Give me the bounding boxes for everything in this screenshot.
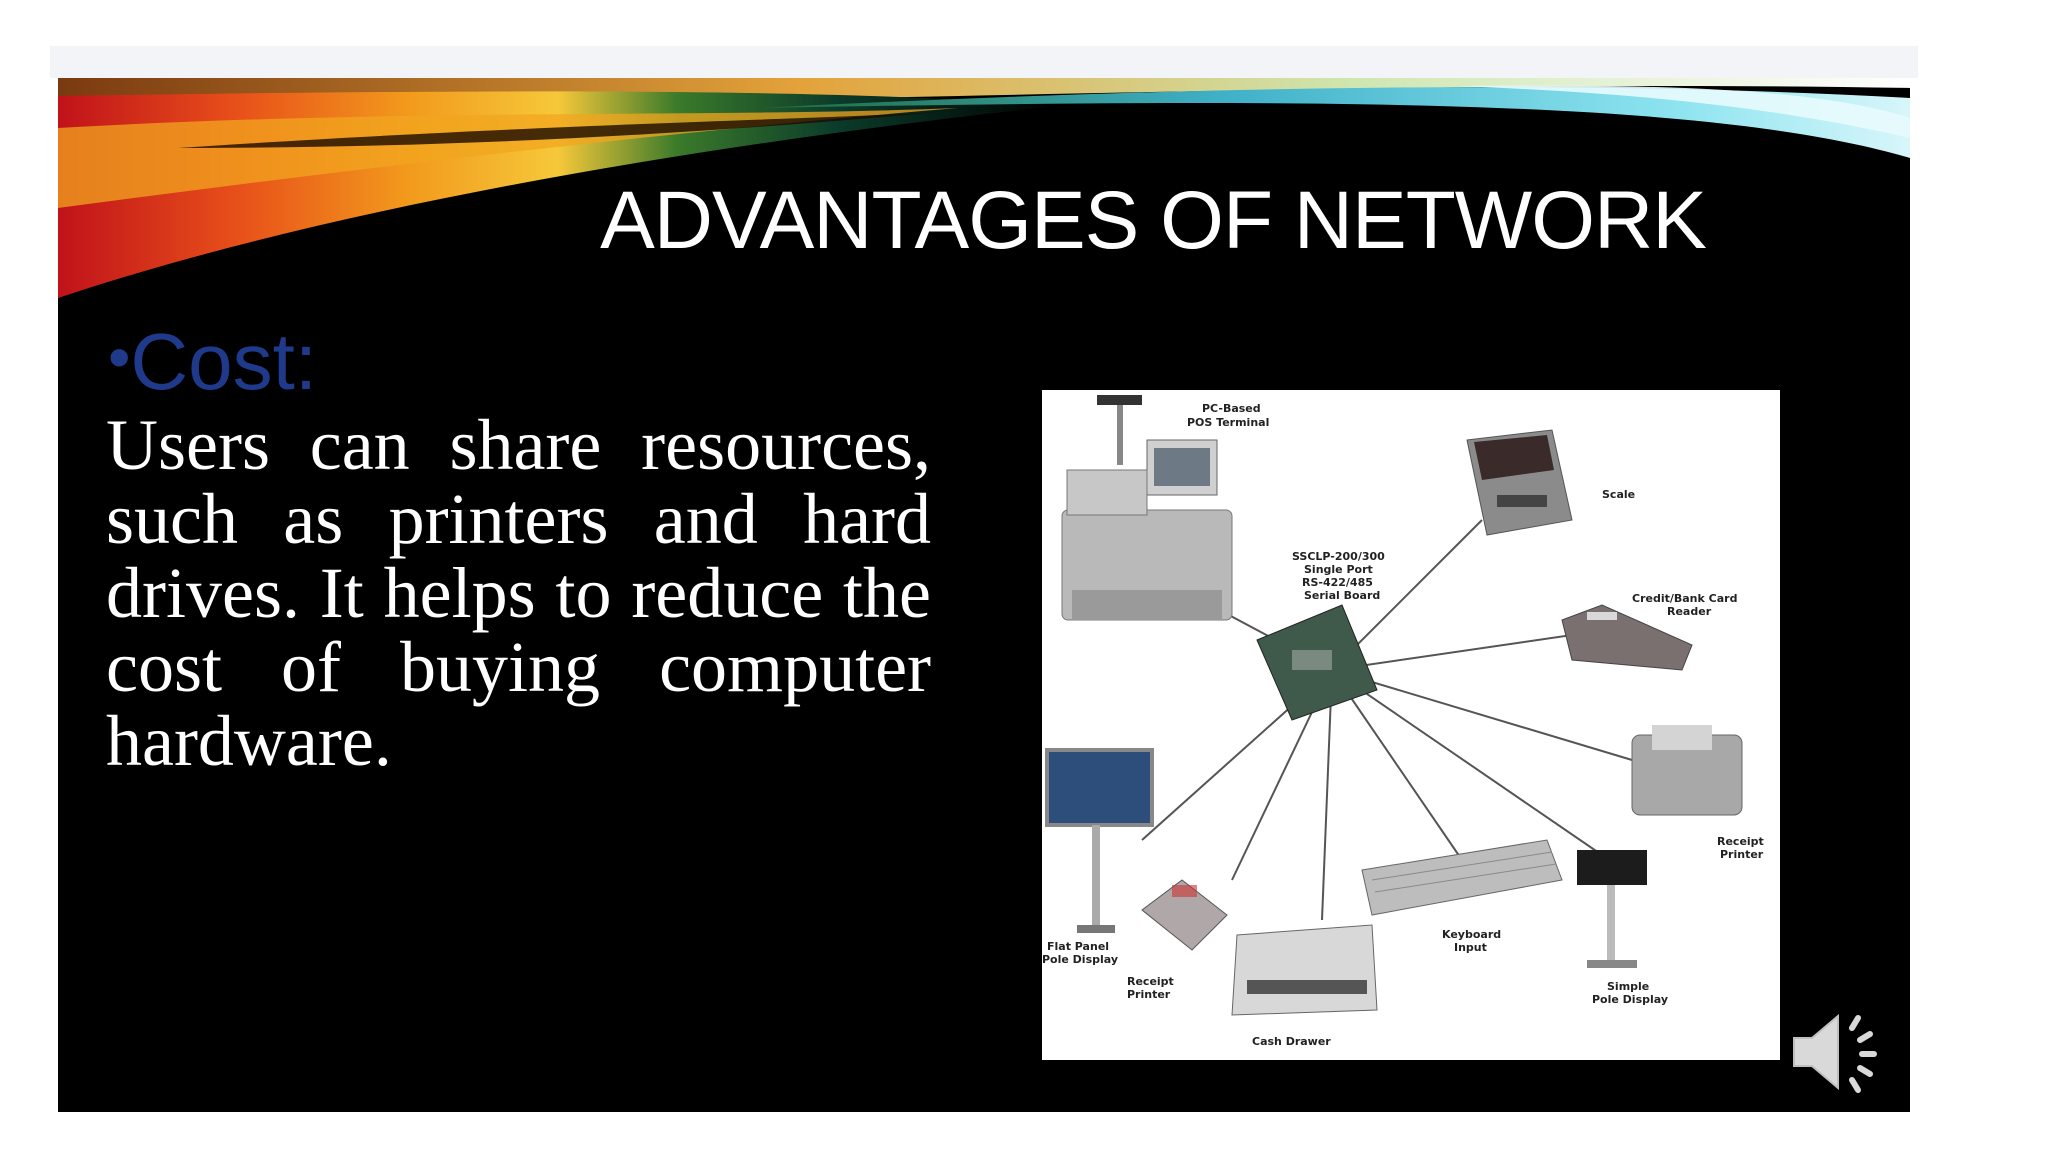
bullet-dot-icon: •: [108, 321, 131, 393]
presentation-slide: ADVANTAGES OF NETWORK •Cost: Users can s…: [58, 78, 1910, 1112]
window-top-strip: [50, 46, 1918, 78]
cash-drawer-icon: [1231, 924, 1378, 1016]
card-reader-icon: [1561, 604, 1693, 671]
svg-text:Keyboard: Keyboard: [1442, 928, 1501, 941]
cash-drawer-label: Cash Drawer: [1252, 1035, 1331, 1048]
serial-board-label: SSCLP-200/300 Single Port RS-422/485 Ser…: [1292, 550, 1385, 602]
svg-text:RS-422/485: RS-422/485: [1302, 576, 1373, 589]
pos-terminal-icon: [1061, 395, 1233, 621]
keyboard-label: Keyboard Input: [1442, 928, 1501, 954]
serial-board-icon: [1256, 604, 1378, 721]
receipt-printer-right-icon: [1631, 725, 1743, 816]
bullet-label: Cost:: [130, 317, 318, 406]
svg-text:Input: Input: [1454, 941, 1487, 954]
receipt-printer-left-label: Receipt Printer: [1127, 975, 1174, 1001]
speaker-audio-icon[interactable]: [1788, 1006, 1888, 1098]
svg-text:Pole Display: Pole Display: [1592, 993, 1668, 1006]
connection-lines: [1141, 519, 1633, 921]
svg-text:Pole Display: Pole Display: [1042, 953, 1118, 966]
svg-text:Simple: Simple: [1607, 980, 1649, 993]
pole-display-icon: [1577, 850, 1647, 968]
scale-label: Scale: [1602, 488, 1635, 501]
decorative-swoosh: [58, 78, 1910, 308]
pole-display-label: Simple Pole Display: [1592, 980, 1668, 1006]
slide-title: ADVANTAGES OF NETWORK: [600, 175, 1707, 266]
svg-text:Receipt: Receipt: [1717, 835, 1764, 848]
pos-terminal-label: PC-Based POS Terminal: [1187, 402, 1269, 429]
keyboard-icon: [1361, 839, 1563, 916]
svg-text:PC-Based: PC-Based: [1202, 402, 1261, 415]
pos-network-illustration: PC-Based POS Terminal Scale SSCLP-200/30…: [1042, 390, 1780, 1060]
card-reader-label: Credit/Bank Card Reader: [1632, 592, 1737, 618]
svg-text:POS Terminal: POS Terminal: [1187, 416, 1269, 429]
svg-text:Reader: Reader: [1667, 605, 1712, 618]
body-paragraph: Users can share resources, such as print…: [106, 405, 931, 781]
pos-network-diagram: PC-Based POS Terminal Scale SSCLP-200/30…: [1042, 390, 1780, 1060]
svg-text:Printer: Printer: [1720, 848, 1764, 861]
scale-icon: [1466, 429, 1573, 536]
svg-text:Single Port: Single Port: [1304, 563, 1373, 576]
svg-text:Receipt: Receipt: [1127, 975, 1174, 988]
flat-panel-label: Flat Panel Pole Display: [1042, 940, 1118, 966]
receipt-printer-left-icon: [1141, 879, 1228, 951]
svg-text:Credit/Bank Card: Credit/Bank Card: [1632, 592, 1737, 605]
receipt-printer-right-label: Receipt Printer: [1717, 835, 1764, 861]
svg-text:SSCLP-200/300: SSCLP-200/300: [1292, 550, 1385, 563]
bullet-heading: •Cost:: [108, 316, 317, 408]
flat-panel-display-icon: [1045, 748, 1154, 933]
svg-text:Flat Panel: Flat Panel: [1047, 940, 1109, 953]
svg-text:Printer: Printer: [1127, 988, 1171, 1001]
svg-text:Serial Board: Serial Board: [1304, 589, 1380, 602]
